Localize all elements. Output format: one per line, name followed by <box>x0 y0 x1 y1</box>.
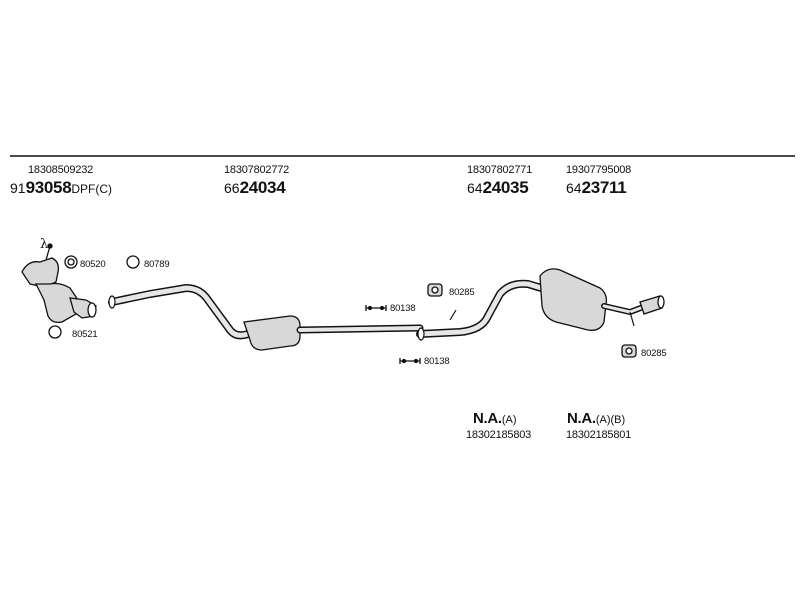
na-item-2: N.A.(A)(B) <box>567 411 625 427</box>
group-1-part-number: 9193058DPF(C) <box>10 179 112 197</box>
catalytic-converter-dpf <box>21 243 97 324</box>
group-2-prefix: 66 <box>224 180 240 196</box>
group-1-suffix: DPF(C) <box>71 182 113 196</box>
group-2-oem-number: 18307802772 <box>224 164 290 176</box>
na-item-1-label: N.A. <box>473 410 502 427</box>
group-4-number: 23711 <box>581 178 627 197</box>
group-3-prefix: 64 <box>467 180 483 196</box>
group-1-number: 93058 <box>25 178 72 197</box>
mount-icon-80285-bottom <box>621 344 637 358</box>
mount-icon-80285-top <box>427 283 443 297</box>
ring-icon-80789 <box>126 255 140 269</box>
na-item-1: N.A.(A) <box>473 411 516 427</box>
ring-icon-80521 <box>48 325 62 339</box>
part-label-80285-top: 80285 <box>449 287 475 298</box>
group-2-number: 24034 <box>239 178 286 197</box>
na-item-2-oem: 18302185801 <box>566 429 632 441</box>
lambda-sensor-symbol: λ <box>40 237 49 252</box>
group-1-oem-number: 18308509232 <box>28 164 94 176</box>
ring-icon-80520 <box>64 255 78 269</box>
na-item-2-suffix: (A)(B) <box>595 414 626 426</box>
part-label-80789: 80789 <box>144 259 170 270</box>
group-1-prefix: 91 <box>10 180 26 196</box>
part-label-80138-bottom: 80138 <box>424 356 450 367</box>
group-4-prefix: 64 <box>566 180 582 196</box>
rear-muffler <box>539 268 665 331</box>
group-3-part-number: 6424035 <box>467 178 529 197</box>
group-3-number: 24035 <box>482 178 529 197</box>
na-item-1-oem: 18302185803 <box>466 429 532 441</box>
na-item-2-label: N.A. <box>567 410 596 427</box>
group-3-oem-number: 18307802771 <box>467 164 533 176</box>
group-4-part-number: 6423711 <box>566 178 627 197</box>
part-label-80521: 80521 <box>72 329 98 340</box>
center-silencer <box>243 315 424 351</box>
group-2-part-number: 6624034 <box>224 178 286 197</box>
clamp-icon-80138-top <box>365 305 387 311</box>
part-label-80138-top: 80138 <box>390 303 416 314</box>
front-pipe <box>108 283 252 340</box>
part-label-80285-bottom: 80285 <box>641 348 667 359</box>
intermediate-pipe <box>416 279 552 341</box>
clamp-icon-80138-bottom <box>399 358 421 364</box>
na-item-1-suffix: (A) <box>501 414 517 426</box>
group-4-oem-number: 19307795008 <box>566 164 632 176</box>
part-label-80520: 80520 <box>80 259 106 270</box>
